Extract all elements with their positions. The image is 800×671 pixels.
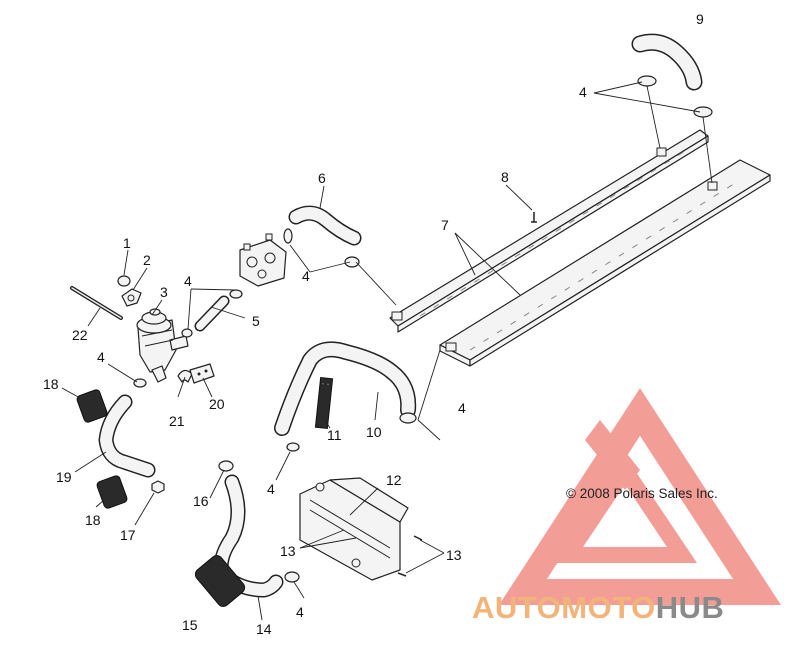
part-12-exchanger xyxy=(299,477,409,581)
leader-lines xyxy=(61,81,713,621)
callout-20: 20 xyxy=(209,396,225,412)
clamp-4-small-a xyxy=(181,328,193,338)
callout-16: 16 xyxy=(193,493,209,509)
clamp-4-hose6-b xyxy=(344,256,360,268)
part-11-sleeve xyxy=(314,376,334,430)
callout-9: 9 xyxy=(696,11,704,27)
callout-4-bottom: 4 xyxy=(296,604,304,620)
part-8-screw xyxy=(531,212,537,223)
callout-3: 3 xyxy=(160,284,168,300)
callout-6: 6 xyxy=(318,170,326,186)
watermark-wordmark: AUTOMOTOHUB xyxy=(472,590,724,625)
clamp-4-small-b xyxy=(229,289,243,299)
part-6-hose xyxy=(288,205,362,246)
part-1-cap xyxy=(117,275,131,287)
part-13-screw-a xyxy=(413,535,423,541)
callout-13-left: 13 xyxy=(280,543,296,559)
part-21-clip xyxy=(177,369,193,383)
part-18-sleeve-bottom xyxy=(96,475,128,509)
clamp-4-hose16 xyxy=(218,460,234,472)
callout-labels: 1 2 3 4 5 6 4 7 8 9 4 22 4 18 21 20 19 1… xyxy=(43,11,704,637)
part-19-hose xyxy=(98,394,156,478)
callout-11: 11 xyxy=(327,427,342,443)
callout-2: 2 xyxy=(143,252,151,268)
thermostat-housing xyxy=(239,233,287,287)
part-2-gasket xyxy=(121,288,142,307)
callout-4-mid: 4 xyxy=(267,481,275,497)
part-13-screw-b xyxy=(397,572,407,577)
callout-4-left: 4 xyxy=(97,349,105,365)
part-10-hose xyxy=(274,341,417,436)
callout-10: 10 xyxy=(366,424,382,440)
part-3-pump xyxy=(136,308,189,383)
clamp-4-hose6-a xyxy=(283,228,293,244)
clamp-4-top-a xyxy=(637,75,657,87)
clamp-4-top-b xyxy=(693,106,713,118)
callout-14: 14 xyxy=(256,621,272,637)
callout-15: 15 xyxy=(182,617,198,633)
part-5-hose xyxy=(194,295,230,332)
callout-22: 22 xyxy=(72,327,88,343)
part-15-sleeve xyxy=(194,555,246,607)
callout-5: 5 xyxy=(252,313,260,329)
part-7-rail-lower xyxy=(439,159,771,367)
callout-4-pump: 4 xyxy=(184,273,192,289)
callout-21: 21 xyxy=(169,413,185,429)
callout-4-hose10: 4 xyxy=(458,400,466,416)
callout-1: 1 xyxy=(123,235,131,251)
callout-18-top: 18 xyxy=(43,376,59,392)
callout-19: 19 xyxy=(56,469,72,485)
callout-13-right: 13 xyxy=(446,547,462,563)
callout-4-top: 4 xyxy=(579,84,587,100)
callout-8: 8 xyxy=(501,169,509,185)
part-20-bracket xyxy=(189,363,215,384)
part-9-hose xyxy=(631,33,703,91)
svg-text:AUTOMOTOHUB: AUTOMOTOHUB xyxy=(472,590,724,625)
clamp-4-mid xyxy=(286,442,300,452)
watermark-logo xyxy=(499,388,781,605)
part-7-rail-upper xyxy=(389,129,709,333)
clamp-4-hose10 xyxy=(399,412,417,424)
part-18-sleeve-top xyxy=(76,389,108,423)
callout-4-hose6: 4 xyxy=(302,268,310,284)
callout-7: 7 xyxy=(441,217,449,233)
callout-12: 12 xyxy=(386,472,402,488)
callout-18-bottom: 18 xyxy=(85,512,101,528)
copyright-notice: © 2008 Polaris Sales Inc. xyxy=(566,486,718,501)
clamp-4-pump xyxy=(133,378,147,388)
clamp-4-bottom xyxy=(284,571,300,583)
part-17-nut xyxy=(151,480,165,494)
callout-17: 17 xyxy=(120,527,136,543)
